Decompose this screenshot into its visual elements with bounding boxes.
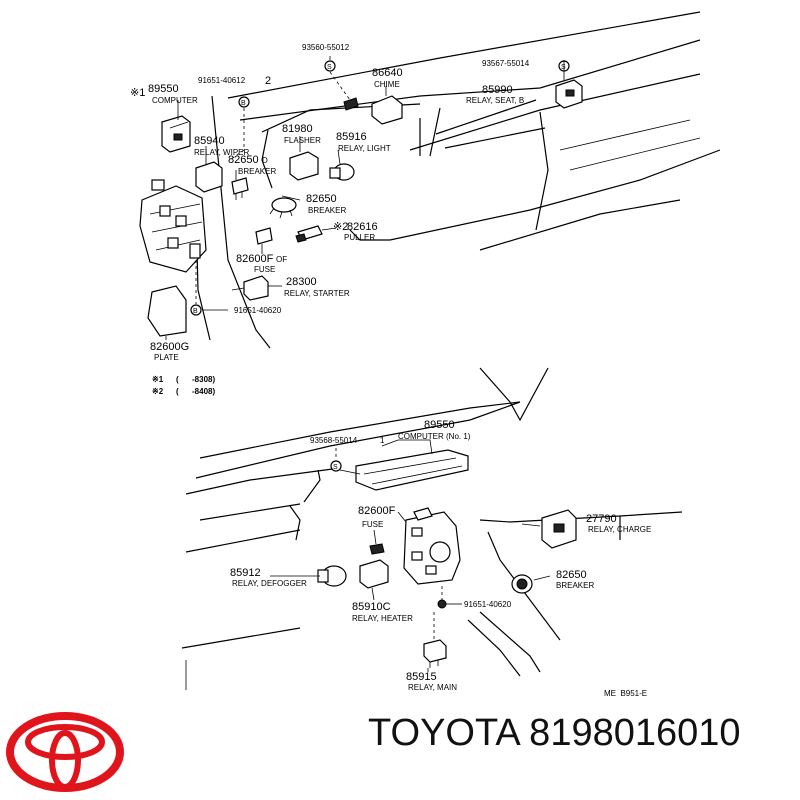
flasher-icon xyxy=(289,151,319,181)
legend-text-1: ( -8308) xyxy=(176,375,215,384)
legend-text-2: ( -8408) xyxy=(176,387,215,396)
label-num-93560: 93560-55012 xyxy=(302,43,350,52)
label-num-86640: 86640 xyxy=(372,67,403,79)
relay-starter-icon xyxy=(231,275,269,301)
label-num-91651b: 91651-40620 xyxy=(234,306,282,315)
label-desc-85912: RELAY, DEFOGGER xyxy=(232,579,307,588)
computer-no1-icon xyxy=(355,449,469,491)
label-num-85912: 85912 xyxy=(230,567,261,579)
label-num-93568: 93568-55014 xyxy=(310,436,358,445)
label-num-89550a: 89550 xyxy=(148,83,179,95)
label-mark-89550a: ※1 xyxy=(130,87,145,99)
label-desc-82650-lower: BREAKER xyxy=(556,581,594,590)
breaker-d-icon xyxy=(231,177,249,200)
toyota-logo-icon xyxy=(6,712,124,792)
legend-mark-1: ※1 xyxy=(152,375,164,384)
relay-light-icon xyxy=(329,163,355,181)
screw-s-lower-icon xyxy=(330,460,342,472)
label-desc-85990: RELAY, SEAT, B xyxy=(466,96,524,105)
label-num-91651-lower: 91651-40620 xyxy=(464,600,512,609)
label-num-85940: 85940 xyxy=(194,135,225,147)
puller-icon xyxy=(295,225,323,243)
label-desc-85940: RELAY, WIPER xyxy=(194,148,250,157)
relay-seat-icon xyxy=(555,79,583,109)
fuse-icon xyxy=(255,227,273,245)
computer-89550-icon xyxy=(161,115,191,153)
upper-dashboard-outline xyxy=(195,11,721,349)
label-desc-82600f: FUSE xyxy=(254,265,275,274)
label-mark-93568: 1 xyxy=(380,436,385,445)
label-num-93567: 93567-55014 xyxy=(482,59,530,68)
label-num-82600f: 82600F xyxy=(236,253,274,265)
relay-heater-icon xyxy=(359,559,389,589)
label-desc-85916: RELAY, LIGHT xyxy=(338,144,391,153)
relay-charge-icon xyxy=(541,509,577,549)
label-desc-82616: PULLER xyxy=(344,233,375,242)
label-num-81980: 81980 xyxy=(282,123,313,135)
breaker-icon xyxy=(269,197,297,219)
upper-part-icons: B B S S xyxy=(139,60,583,337)
lower-labels: 93568-55014 1 89550 COMPUTER (No. 1) 826… xyxy=(230,419,651,698)
label-num-82616: 82616 xyxy=(347,221,378,233)
label-mark-91651a: 2 xyxy=(265,75,271,87)
diagram-code: ME B951-E xyxy=(604,689,647,698)
svg-text:B: B xyxy=(193,308,198,315)
junction-block-icon xyxy=(139,179,207,273)
upper-leader-lines xyxy=(165,56,565,340)
screw-symbol-icon: B B S S xyxy=(190,60,570,316)
screw-b-lower-icon xyxy=(437,599,447,609)
label-desc-82650a: BREAKER xyxy=(238,167,276,176)
label-desc-89550a: COMPUTER xyxy=(152,96,198,105)
label-desc-89550b: COMPUTER (No. 1) xyxy=(398,432,471,441)
label-desc-27790: RELAY, CHARGE xyxy=(588,525,651,534)
legend-mark-2: ※2 xyxy=(152,387,164,396)
junction-block-lower-icon xyxy=(403,507,461,585)
label-num-85910c: 85910C xyxy=(352,601,391,613)
model-range-legend: ※1 ( -8308) ※2 ( -8408) xyxy=(152,375,215,396)
relay-defogger-icon xyxy=(317,565,347,587)
label-num-82600g: 82600G xyxy=(150,341,189,353)
label-desc-82600g: PLATE xyxy=(154,353,179,362)
svg-text:B: B xyxy=(241,100,246,107)
label-num-85915: 85915 xyxy=(406,671,437,683)
svg-text:S: S xyxy=(327,64,332,71)
label-mark-82616: ※2 xyxy=(333,221,348,233)
upper-labels: ※1 89550 COMPUTER 91651-40612 2 93560-55… xyxy=(130,43,530,362)
fuse-lower-icon xyxy=(369,543,385,555)
label-num-28300: 28300 xyxy=(286,276,317,288)
lower-dashboard-outline xyxy=(181,367,683,690)
label-num-85916: 85916 xyxy=(336,131,367,143)
label-suffix-82600f: OF xyxy=(276,255,287,264)
label-desc-82600f-lower: FUSE xyxy=(362,520,383,529)
label-desc-86640: CHIME xyxy=(374,80,400,89)
lower-leader-lines xyxy=(270,439,551,672)
label-suffix-82650a: D xyxy=(262,156,268,165)
label-desc-28300: RELAY, STARTER xyxy=(284,289,350,298)
label-desc-85915: RELAY, MAIN xyxy=(408,683,457,692)
label-desc-85910c: RELAY, HEATER xyxy=(352,614,413,623)
relay-main-icon xyxy=(423,639,447,668)
label-num-82600f-lower: 82600F xyxy=(358,505,396,517)
brand-part-number: TOYOTA 8198016010 xyxy=(368,712,741,754)
lower-part-icons: S xyxy=(317,449,577,668)
svg-text:S: S xyxy=(561,64,566,71)
label-num-82650-lower: 82650 xyxy=(556,569,587,581)
relay-wiper-icon xyxy=(195,161,223,193)
label-num-82650a: 82650 xyxy=(228,154,259,166)
label-desc-82650b: BREAKER xyxy=(308,206,346,215)
label-num-82650b: 82650 xyxy=(306,193,337,205)
plate-icon xyxy=(147,285,187,337)
label-num-85990: 85990 xyxy=(482,84,513,96)
label-num-27790: 27790 xyxy=(586,513,617,525)
svg-text:S: S xyxy=(333,464,338,471)
label-num-89550b: 89550 xyxy=(424,419,455,431)
chime-icon xyxy=(343,95,403,125)
breaker-lower-icon xyxy=(511,574,533,594)
label-num-91651a: 91651-40612 xyxy=(198,76,246,85)
label-desc-81980: FLASHER xyxy=(284,136,321,145)
